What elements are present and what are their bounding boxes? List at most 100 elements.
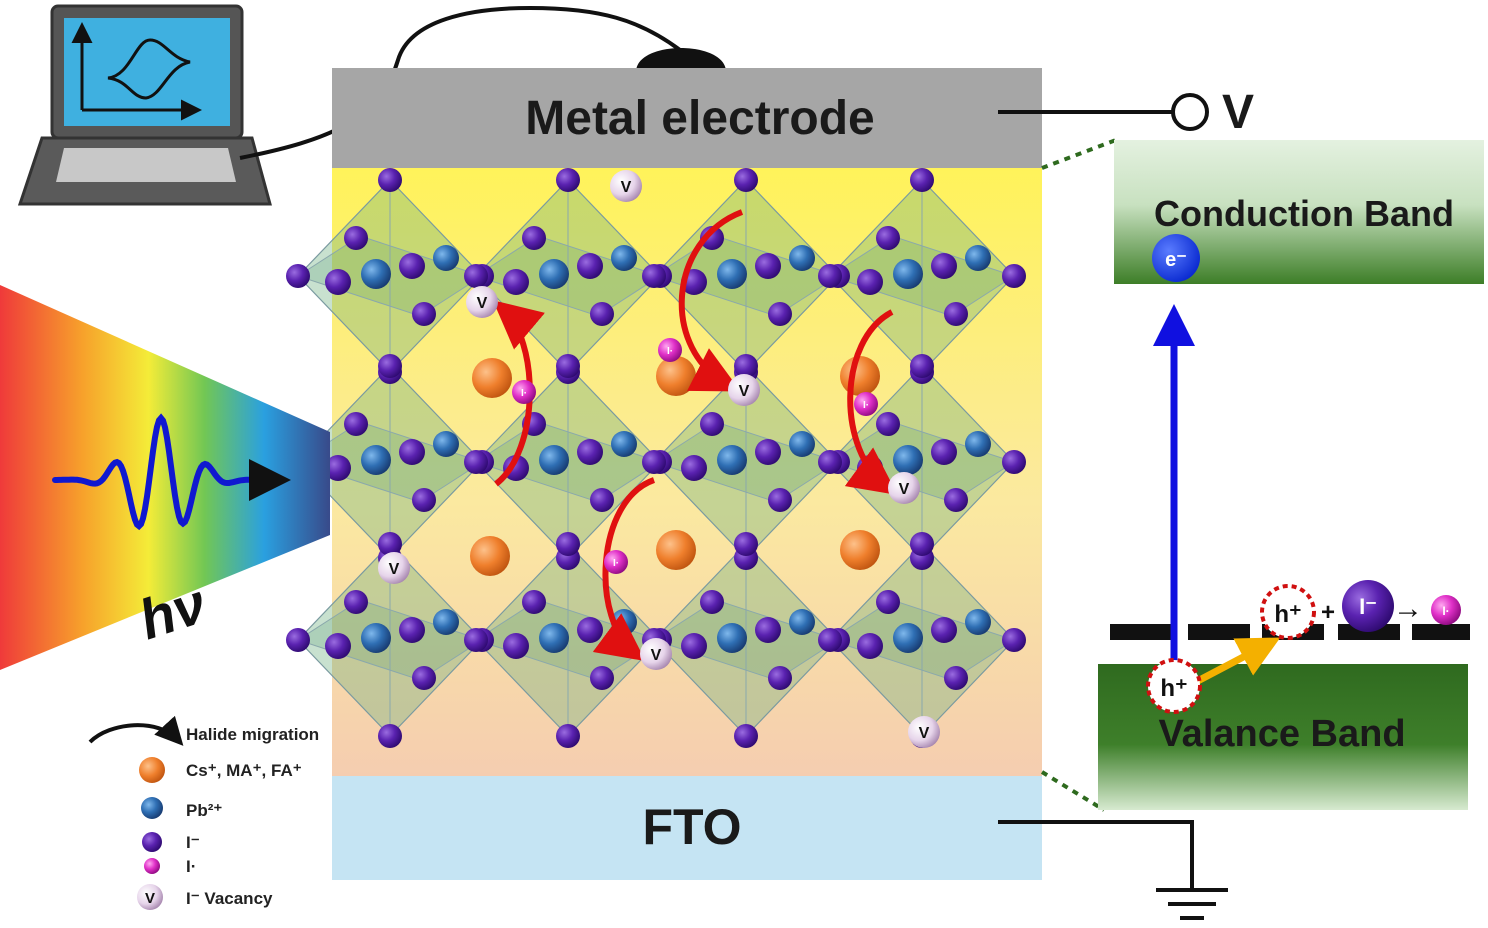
hole-trapped-label: h⁺	[1274, 601, 1301, 628]
iodide-atom	[876, 412, 900, 436]
probe-contact	[636, 48, 726, 72]
a-site-cation	[840, 356, 880, 396]
iodide-atom	[755, 439, 781, 465]
iodide-atom	[944, 488, 968, 512]
legend-label-iodide: I⁻	[186, 833, 200, 852]
iodine-radical-atom-label: I·	[667, 346, 673, 357]
iodide-atom	[412, 488, 436, 512]
light-wave	[52, 413, 291, 531]
iodide-atom	[734, 168, 758, 192]
lead-atom	[433, 245, 459, 271]
vacancy-site-label: V	[389, 561, 400, 578]
lead-atom	[717, 623, 747, 653]
iodide-atom	[681, 633, 707, 659]
iodide-atom	[857, 269, 883, 295]
iodide-atom	[931, 439, 957, 465]
iodide-atom	[344, 226, 368, 250]
iodide-atom	[642, 264, 666, 288]
iodide-atom	[857, 633, 883, 659]
legend-vacancy-symbol: V	[145, 890, 155, 907]
iodide-atom	[768, 302, 792, 326]
iodide-atom	[378, 354, 402, 378]
lead-atom	[893, 445, 923, 475]
vacancy-site-label: V	[919, 725, 930, 742]
iodide-atom	[818, 264, 842, 288]
lead-atom	[789, 431, 815, 457]
iodide-atom	[412, 302, 436, 326]
iodide-atom	[577, 439, 603, 465]
iodide-atom	[464, 450, 488, 474]
iodide-atom	[700, 226, 724, 250]
lead-atom	[965, 431, 991, 457]
a-site-cation	[470, 536, 510, 576]
iodide-atom	[378, 532, 402, 556]
iodide-atom	[286, 264, 310, 288]
lead-atom	[893, 259, 923, 289]
iodide-atom	[944, 666, 968, 690]
iodide-atom	[378, 724, 402, 748]
legend-blue-sphere-icon	[141, 797, 163, 819]
iodide-atom	[642, 450, 666, 474]
legend-purple-sphere-icon	[142, 832, 162, 852]
plus-sign: +	[1321, 599, 1335, 626]
legend: Halide migration Cs⁺, MA⁺, FA⁺ Pb²⁺ I⁻ I…	[88, 715, 319, 910]
iodide-atom	[944, 302, 968, 326]
iodide-atom	[378, 168, 402, 192]
vacancy-site	[728, 374, 760, 406]
lead-atom	[611, 431, 637, 457]
ground-icon	[998, 820, 1228, 920]
laptop-icon	[17, 4, 272, 206]
legend-arrow-icon	[88, 715, 184, 746]
iodide-atom	[325, 455, 351, 481]
legend-label-radical: I·	[186, 857, 196, 876]
iodide-atom	[522, 590, 546, 614]
iodide-atom	[876, 590, 900, 614]
iodide-atom	[700, 590, 724, 614]
iodide-atom	[577, 253, 603, 279]
iodine-radical-atom-label: I·	[521, 388, 527, 399]
iodide-atom	[1002, 264, 1026, 288]
iodide-atom	[412, 666, 436, 690]
iodide-atom	[556, 724, 580, 748]
iodide-atom	[768, 666, 792, 690]
lead-atom	[539, 259, 569, 289]
iodine-radical-atom-label: I·	[863, 400, 869, 411]
iodide-atom	[503, 633, 529, 659]
metal-electrode-label: Metal electrode	[525, 92, 874, 145]
iodide-atom	[464, 628, 488, 652]
iodide-atom	[700, 412, 724, 436]
iodine-radical-atom	[512, 380, 536, 404]
lead-atom	[965, 609, 991, 635]
migration-arrow	[678, 209, 744, 392]
iodide-ion-label: I⁻	[1359, 594, 1377, 619]
iodide-atom	[556, 532, 580, 556]
reaction-arrow: →	[1393, 592, 1423, 625]
bias-label: V	[1222, 86, 1254, 139]
electron	[1152, 234, 1200, 282]
legend-vacancy-icon	[137, 884, 163, 910]
electron-label: e⁻	[1165, 249, 1187, 271]
migration-arrow	[844, 309, 898, 496]
hole-trapped	[1260, 584, 1316, 640]
iodide-atom	[503, 269, 529, 295]
fto-label: FTO	[642, 799, 741, 855]
iodide-atom	[876, 226, 900, 250]
iodine-radical-atom	[658, 338, 682, 362]
iodide-atom	[344, 412, 368, 436]
hole-valence	[1146, 658, 1202, 714]
iodide-atom	[577, 617, 603, 643]
iodide-atom	[910, 168, 934, 192]
lead-atom	[539, 445, 569, 475]
legend-label-lead: Pb²⁺	[186, 801, 222, 820]
vacancy-site-label: V	[899, 481, 910, 498]
iodide-atom	[464, 264, 488, 288]
legend-label-migration: Halide migration	[186, 725, 319, 744]
legend-label-cations: Cs⁺, MA⁺, FA⁺	[186, 761, 302, 780]
lead-atom	[539, 623, 569, 653]
iodide-atom	[522, 226, 546, 250]
iodide-atom	[399, 617, 425, 643]
vacancy-site-label: V	[739, 383, 750, 400]
vacancy-site-label: V	[651, 647, 662, 664]
